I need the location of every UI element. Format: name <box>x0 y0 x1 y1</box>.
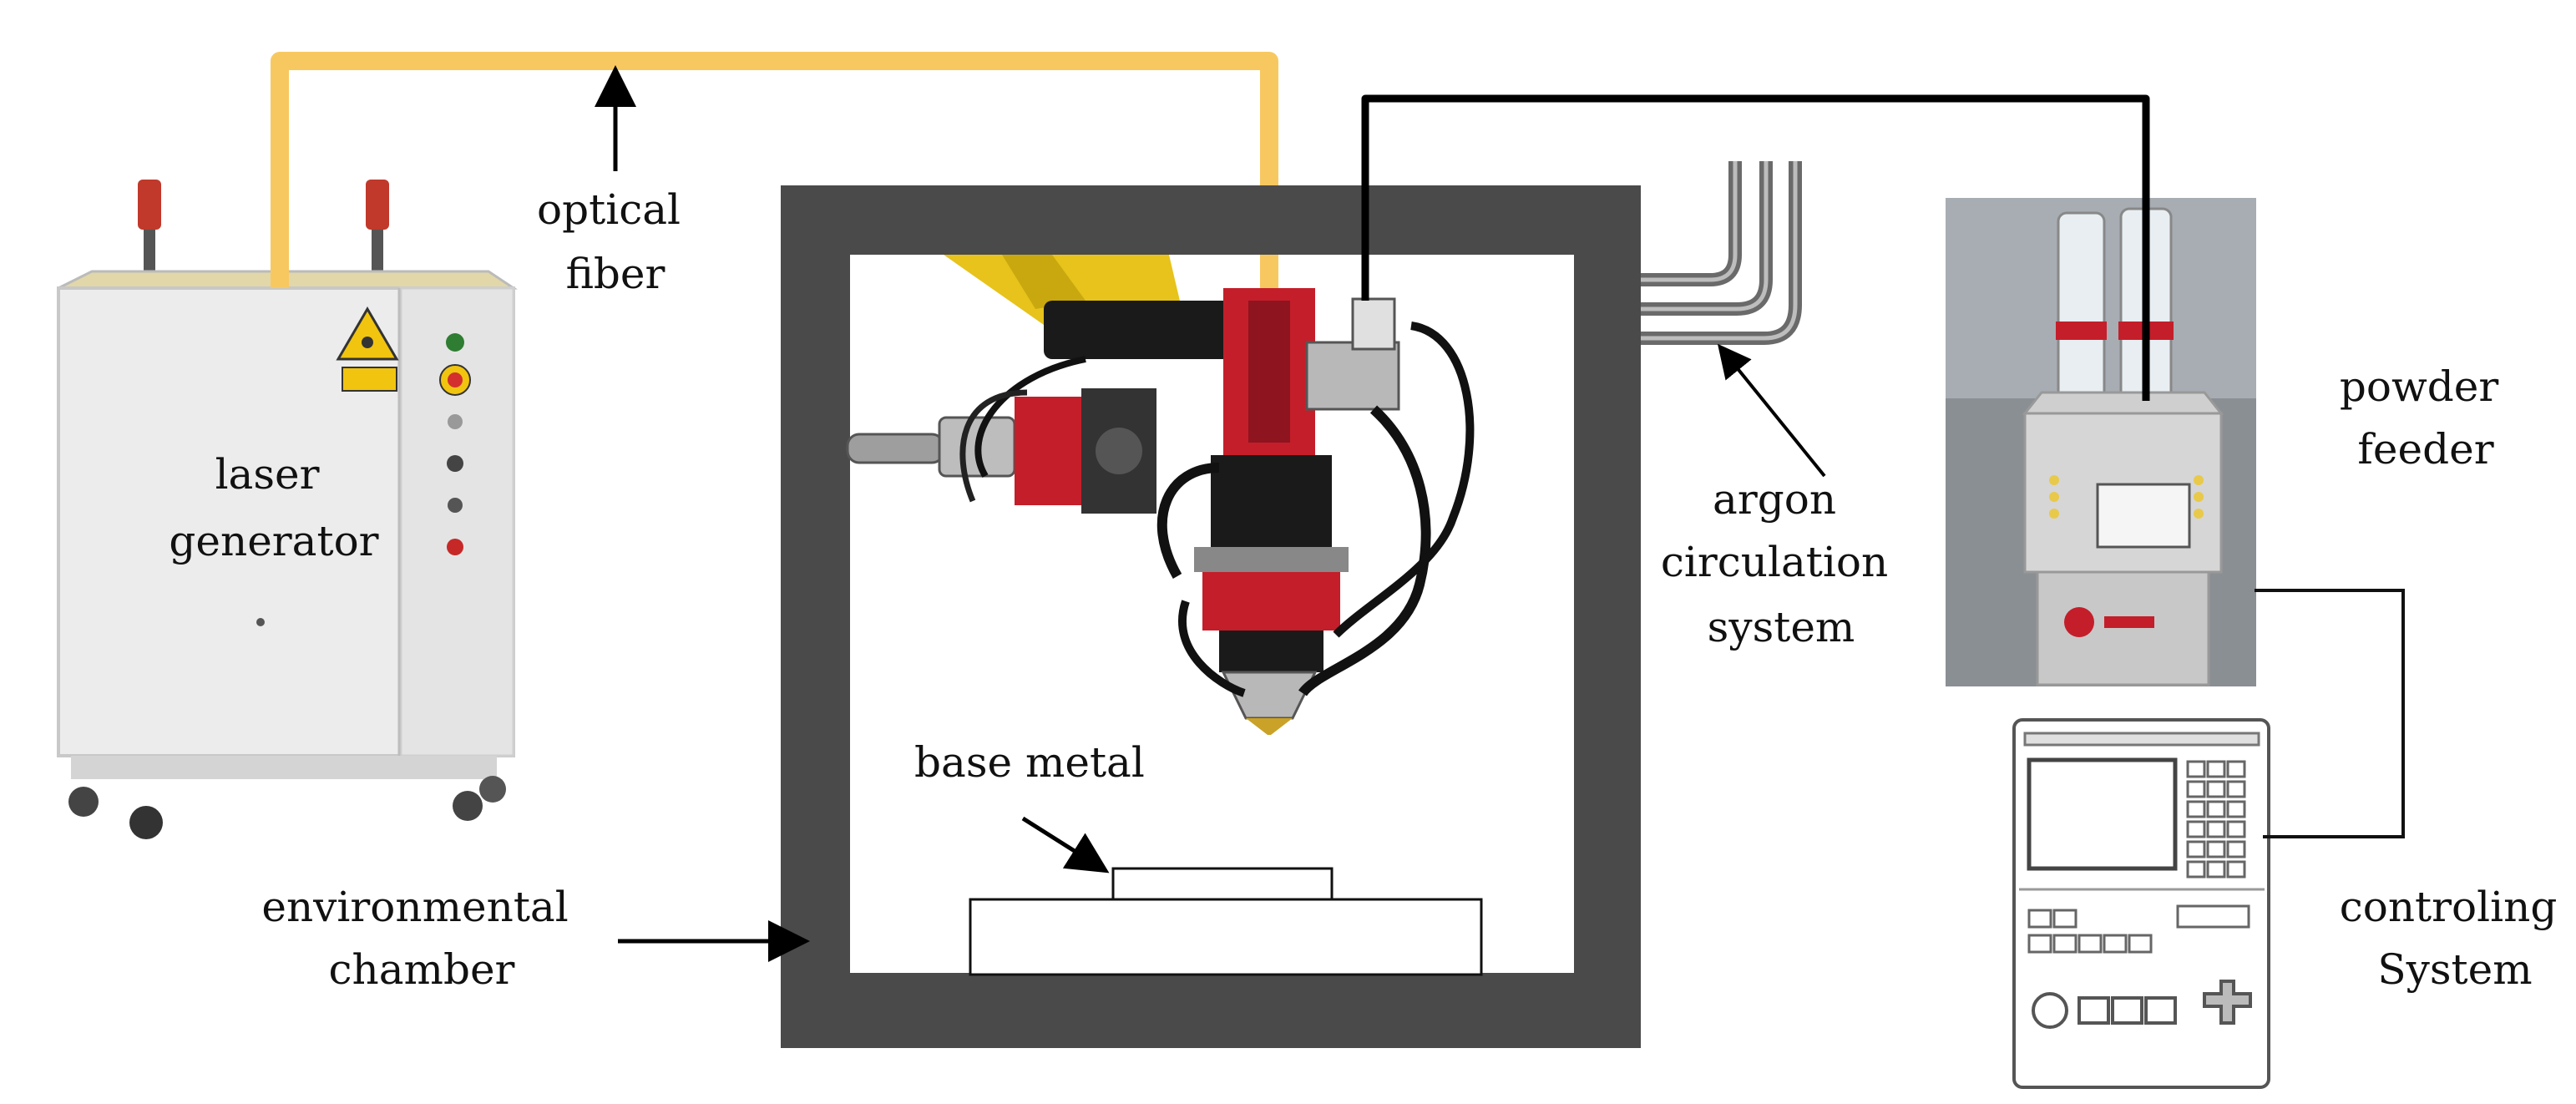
optical-fiber-cable <box>271 52 1278 292</box>
base-metal-arrow <box>1021 816 1110 874</box>
argon-arrow <box>1717 343 1826 478</box>
powder-feeder-label: powder feeder <box>2340 362 2512 474</box>
base-metal-label: base metal <box>914 738 1145 787</box>
laser-cladding-head <box>846 255 1475 735</box>
argon-circulation-pipes <box>1641 161 1802 345</box>
environmental-chamber-label: environmental chamber <box>261 883 581 994</box>
laser-generator <box>57 180 518 839</box>
powder-delivery-hose <box>1361 94 2150 401</box>
base-metal-workpiece <box>1111 867 1334 901</box>
laser-generator-label: laser generator <box>169 450 378 565</box>
argon-circulation-system-label: argon circulation system <box>1661 475 1901 651</box>
controling-system-label: controling System <box>2340 883 2571 994</box>
powder-feeder <box>1946 198 2256 686</box>
base-plate <box>969 898 1483 976</box>
optical-fiber-label: optical fiber <box>537 185 694 298</box>
controller-cable <box>2255 589 2405 838</box>
control-console <box>2012 718 2270 1089</box>
